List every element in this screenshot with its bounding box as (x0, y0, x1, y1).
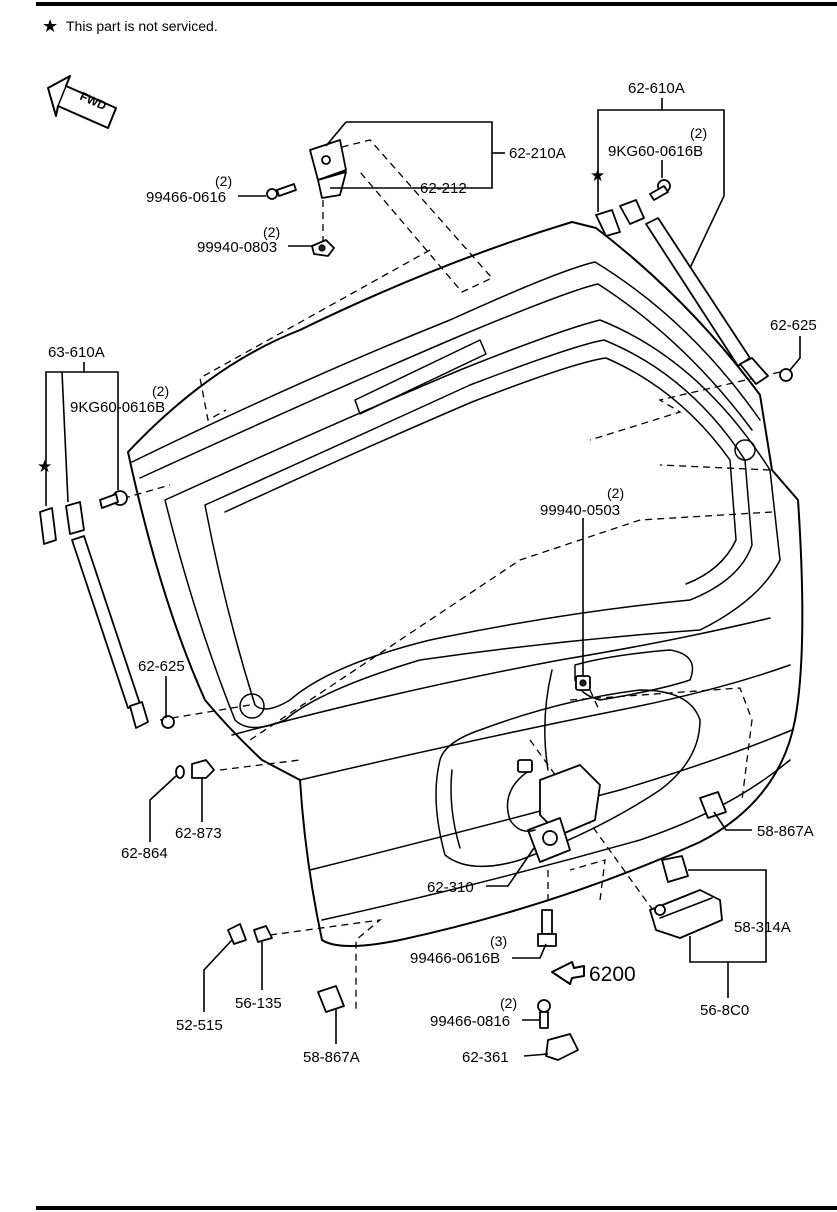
label-99466-0616B: 99466-0616B (410, 950, 500, 967)
label-99940-0503: 99940-0503 (540, 502, 620, 519)
bumper-62-864 (175, 765, 185, 779)
nut-99940-0503 (575, 675, 591, 691)
striker-62-361 (545, 1033, 579, 1061)
switch-58-314A (661, 855, 689, 883)
label-9KG60-0616B-left: 9KG60-0616B (70, 399, 165, 416)
part-labels: 62-210A 62-212 (2) 99466-0616 (2) 99940-… (48, 80, 817, 1066)
bumper-62-873 (191, 759, 215, 779)
label-56-135: 56-135 (235, 995, 282, 1012)
qty-99940-0803: (2) (263, 224, 280, 240)
label-62-625-right: 62-625 (770, 317, 817, 334)
reference-arrow-icon (551, 961, 585, 985)
not-serviced-note: This part is not serviced. (66, 18, 218, 34)
qty-9KG60-0616B-right: (2) (690, 125, 707, 141)
star-left-icon: ★ (37, 457, 52, 476)
ball-stud-62-625-right (779, 368, 793, 382)
stopper-58-867A-right (699, 791, 727, 819)
hinge-62-210A (309, 139, 347, 199)
gas-strut-62-610A (595, 199, 769, 385)
label-63-610A: 63-610A (48, 344, 105, 361)
label-99466-0816: 99466-0816 (430, 1013, 510, 1030)
gas-strut-63-610A (39, 501, 149, 729)
fwd-arrow-icon: FWD (47, 75, 117, 129)
bolt-99466-0616B (537, 909, 557, 947)
qty-99940-0503: (2) (607, 485, 624, 501)
label-62-610A: 62-610A (628, 80, 685, 97)
bumper-56-135 (253, 925, 273, 943)
fwd-label: FWD (78, 89, 109, 113)
handle-56-8C0 (649, 889, 723, 939)
label-99466-0616: 99466-0616 (146, 189, 226, 206)
label-58-867A-bottom: 58-867A (303, 1049, 360, 1066)
label-99940-0803: 99940-0803 (197, 239, 277, 256)
leader-lines (45, 98, 801, 1057)
label-62-625-left: 62-625 (138, 658, 185, 675)
bolt-99466-0816 (537, 999, 551, 1029)
label-62-310: 62-310 (427, 879, 474, 896)
label-62-361: 62-361 (462, 1049, 509, 1066)
guide-lines (99, 139, 781, 1010)
qty-9KG60-0616B-left: (2) (152, 383, 169, 399)
label-62-873: 62-873 (175, 825, 222, 842)
latch-62-310 (506, 669, 601, 863)
label-58-314A: 58-314A (734, 919, 791, 936)
bolt-99466-0616 (266, 183, 297, 200)
clip-52-515 (227, 923, 247, 945)
qty-99466-0816: (2) (500, 995, 517, 1011)
label-62-210A: 62-210A (509, 145, 566, 162)
nut-99940-0803 (311, 239, 335, 257)
qty-99466-0616: (2) (215, 173, 232, 189)
label-58-867A-right: 58-867A (757, 823, 814, 840)
label-52-515: 52-515 (176, 1017, 223, 1034)
qty-99466-0616B: (3) (490, 933, 507, 949)
label-62-864: 62-864 (121, 845, 168, 862)
ball-stud-62-625-left (161, 715, 175, 729)
stopper-58-867A-bottom (317, 985, 345, 1013)
note-star-icon: ★ (42, 16, 58, 36)
label-6200: 6200 (589, 963, 636, 986)
label-9KG60-0616B-right: 9KG60-0616B (608, 143, 703, 160)
bolt-9KG60-0616B-right (649, 179, 671, 201)
label-56-8C0: 56-8C0 (700, 1002, 749, 1019)
bolt-9KG60-0616B-left (99, 490, 128, 509)
star-right-icon: ★ (590, 166, 605, 185)
liftgate-panel (127, 221, 804, 947)
label-62-212: 62-212 (420, 180, 467, 197)
